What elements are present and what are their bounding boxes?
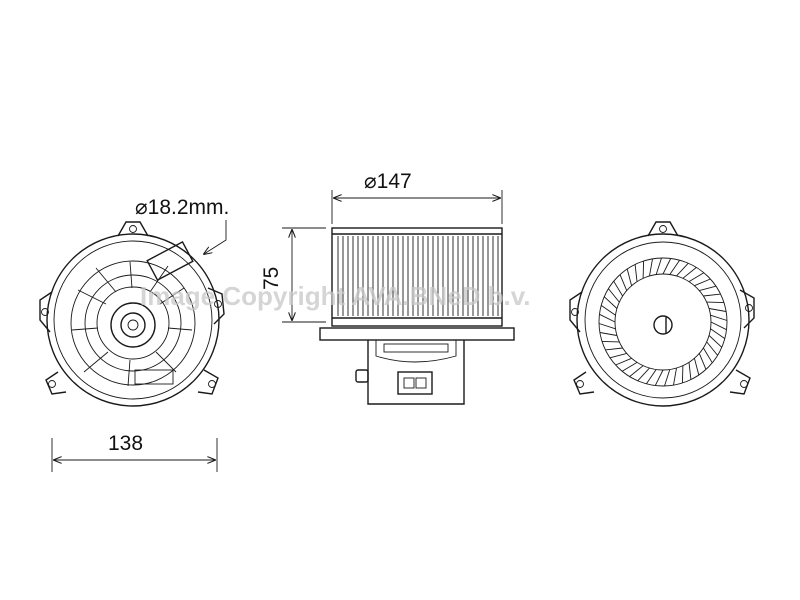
right-blade-line xyxy=(708,335,723,348)
right-blade-line xyxy=(694,278,711,287)
right-blade-line xyxy=(655,257,662,275)
left-view-motor-side: ⌀18.2mm. 138 xyxy=(39,196,229,472)
right-housing-inner xyxy=(584,241,742,399)
right-blade-line xyxy=(706,301,725,304)
right-blade-line xyxy=(598,323,616,330)
left-housing-outer xyxy=(46,233,220,407)
flange-width-label: 138 xyxy=(108,432,143,455)
right-blade-line xyxy=(605,347,623,351)
right-blade-line xyxy=(688,362,692,380)
right-blade-line xyxy=(681,365,684,384)
side-motor-band xyxy=(375,340,457,363)
side-base-plate xyxy=(319,327,515,341)
left-ribs xyxy=(71,261,193,387)
shaft-diameter-label: ⌀18.2mm. xyxy=(135,196,229,219)
left-mounting-lugs xyxy=(39,221,225,395)
right-blade-line xyxy=(710,321,727,331)
right-blade-line xyxy=(599,313,616,323)
left-housing-inner xyxy=(53,240,213,400)
right-blade-line xyxy=(613,280,623,297)
right-blade-line xyxy=(642,260,645,279)
right-blade-line xyxy=(603,296,618,309)
fan-height-label: 75 xyxy=(260,267,283,290)
side-connector-pin-1 xyxy=(403,377,415,389)
right-blade-line xyxy=(609,352,627,359)
right-blade-line xyxy=(621,362,638,372)
side-connector xyxy=(397,371,433,395)
right-blade-line xyxy=(600,305,616,316)
right-blade-line xyxy=(698,353,707,370)
side-connector-pin-2 xyxy=(415,377,427,389)
side-view: ⌀147 75 xyxy=(260,170,515,405)
left-connector-block xyxy=(146,240,194,282)
shaft-diameter-leader xyxy=(204,220,227,254)
fan-diameter-label: ⌀147 xyxy=(364,170,412,193)
right-blade-line xyxy=(710,314,728,321)
left-shaft-outer xyxy=(120,312,146,338)
right-blade-line xyxy=(710,328,726,339)
left-motor-cap xyxy=(110,302,156,348)
right-blade-line xyxy=(649,258,653,276)
right-blade-line xyxy=(682,267,697,279)
right-blade-line xyxy=(608,288,620,303)
side-motor-collar xyxy=(383,343,449,353)
right-housing-outer xyxy=(576,233,750,407)
right-blade-line xyxy=(664,369,671,387)
side-fan-blades xyxy=(337,236,499,316)
left-wire-clip xyxy=(134,369,174,385)
right-blade-line xyxy=(706,341,718,356)
right-shaft xyxy=(653,315,673,335)
right-blade-line xyxy=(654,369,664,386)
left-shaft-inner xyxy=(127,319,139,331)
right-blade-line xyxy=(703,293,721,297)
right-blade-line xyxy=(703,347,713,364)
right-blade-line xyxy=(673,368,677,386)
right-blade-line xyxy=(688,272,705,282)
right-mounting-lugs xyxy=(569,221,755,395)
side-nub xyxy=(355,369,369,383)
right-blade-line xyxy=(646,369,657,385)
right-fan-blades xyxy=(598,257,728,387)
right-blade-inner-ring xyxy=(614,273,712,371)
left-ring-1 xyxy=(70,260,196,386)
right-blade-outer-ring xyxy=(598,257,728,387)
right-blade-line xyxy=(699,285,717,292)
right-blade-line xyxy=(669,259,680,275)
right-blade-line xyxy=(629,365,644,377)
watermark: Image Copyright AVA.BNeD b.v. xyxy=(140,281,531,311)
right-blade-line xyxy=(599,332,617,336)
left-ring-3 xyxy=(96,286,170,360)
right-blade-line xyxy=(693,358,700,376)
right-view-fan-side xyxy=(569,221,755,407)
right-blade-line xyxy=(626,268,633,286)
right-blade-line xyxy=(634,264,638,282)
right-blade-line xyxy=(615,357,632,366)
right-blade-line xyxy=(619,274,628,291)
right-blade-line xyxy=(637,367,650,382)
left-ring-2 xyxy=(84,274,182,372)
right-blade-line xyxy=(601,340,620,343)
right-blade-line xyxy=(676,262,689,277)
right-blade-line xyxy=(662,258,672,275)
side-fan-wheel xyxy=(331,227,503,327)
right-blade-line xyxy=(709,308,727,312)
